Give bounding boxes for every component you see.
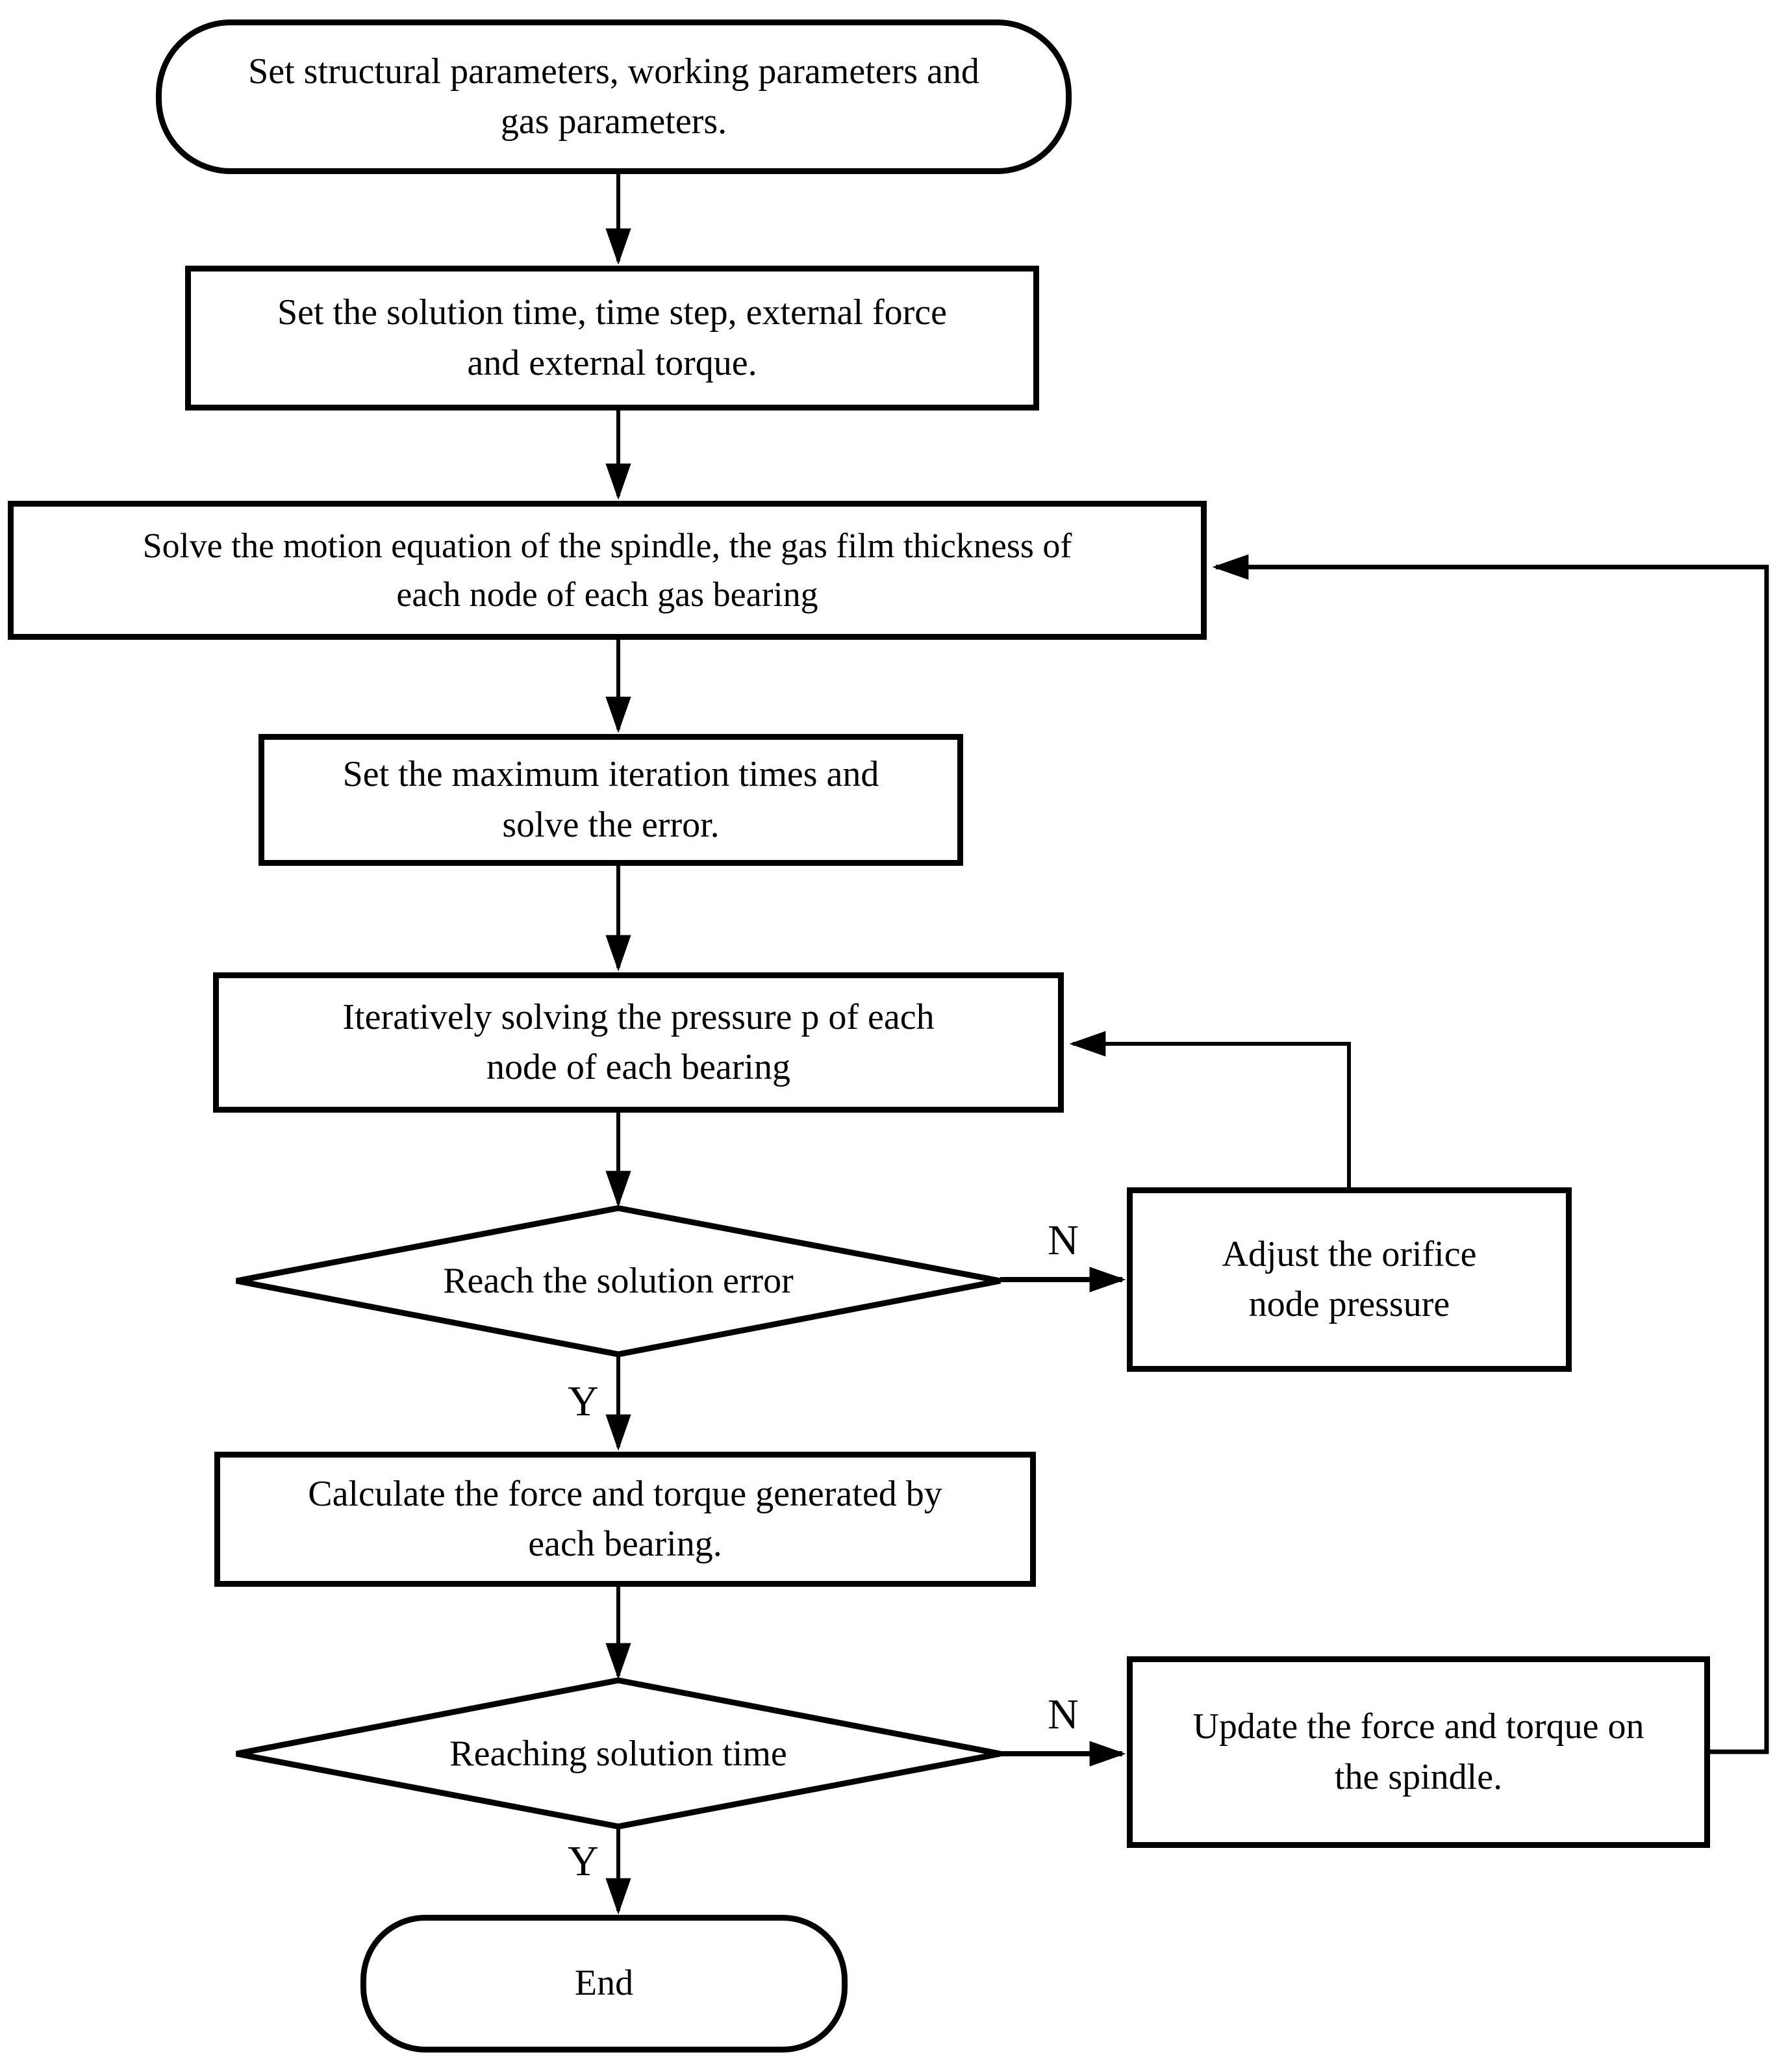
process-set-max-iteration-label: Set the maximum iteration times and solv… [342, 754, 879, 845]
decision-reach-time-shape [236, 1677, 1001, 1830]
start-terminator: Set structural parameters, working param… [156, 19, 1072, 174]
process-set-solution-time: Set the solution time, time step, extern… [185, 266, 1039, 411]
process-set-max-iteration: Set the maximum iteration times and solv… [258, 734, 963, 866]
start-terminator-label: Set structural parameters, working param… [248, 51, 979, 142]
edge-label-reach-time-no: N [1048, 1691, 1079, 1738]
process-adjust-orifice-pressure-label: Adjust the orifice node pressure [1222, 1233, 1477, 1324]
process-solve-motion-equation: Solve the motion equation of the spindle… [8, 501, 1207, 640]
decision-reach-error-label: Reach the solution error [443, 1261, 794, 1301]
process-adjust-orifice-pressure: Adjust the orifice node pressure [1127, 1187, 1572, 1372]
process-iterative-pressure-solve-label: Iteratively solving the pressure p of ea… [342, 996, 935, 1087]
process-set-solution-time-label: Set the solution time, time step, extern… [277, 292, 948, 383]
decision-reach-error-shape [236, 1205, 1001, 1358]
arrow-update-to-solve-motion [1212, 554, 1769, 1754]
edge-label-reach-time-yes: Y [568, 1838, 599, 1885]
process-calculate-force-torque: Calculate the force and torque generated… [214, 1452, 1036, 1587]
decision-reach-time: Reaching solution time [236, 1708, 1000, 1799]
arrow-adjust-to-iterative-solve [1069, 1031, 1351, 1187]
edge-label-reach-error-no: N [1048, 1217, 1079, 1264]
process-update-force-torque-label: Update the force and torque on the spind… [1192, 1706, 1644, 1797]
process-solve-motion-equation-label: Solve the motion equation of the spindle… [142, 526, 1072, 614]
decision-reach-time-label: Reaching solution time [449, 1734, 787, 1774]
process-update-force-torque: Update the force and torque on the spind… [1127, 1656, 1710, 1848]
edge-label-reach-error-yes: Y [568, 1378, 599, 1425]
end-terminator-label: End [574, 1963, 634, 2004]
process-iterative-pressure-solve: Iteratively solving the pressure p of ea… [213, 972, 1064, 1113]
end-terminator: End [360, 1915, 848, 2053]
process-calculate-force-torque-label: Calculate the force and torque generated… [308, 1473, 942, 1564]
decision-reach-error: Reach the solution error [236, 1235, 1000, 1326]
